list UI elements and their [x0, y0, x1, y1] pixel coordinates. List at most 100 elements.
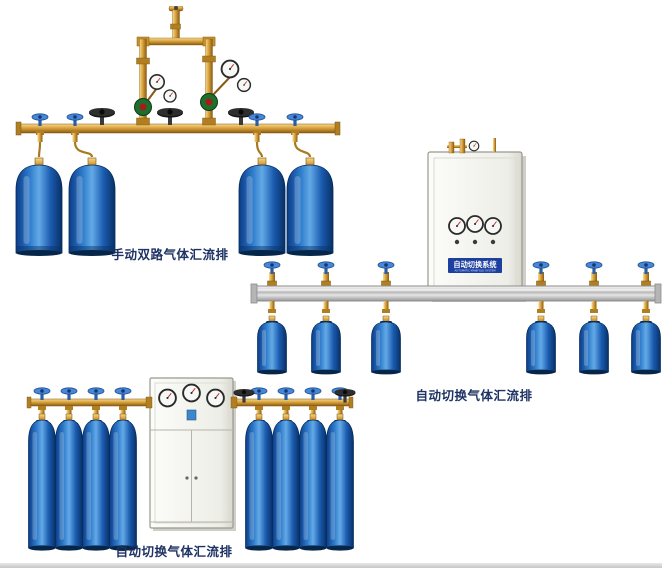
- riser-stub: [120, 410, 126, 416]
- manifold-rail: [250, 283, 662, 304]
- control-knob: [454, 239, 460, 245]
- riser: [269, 272, 275, 288]
- drop-nut: [322, 309, 330, 313]
- riser-nut: [536, 280, 546, 287]
- riser-stub: [66, 410, 72, 416]
- gas-cylinder: [55, 413, 83, 552]
- tee-fitting: [202, 117, 216, 126]
- right-drop-pipe: [205, 38, 213, 97]
- pressure-gauge: [158, 388, 177, 408]
- riser-nut: [65, 406, 73, 410]
- cylinder-valve-wheel: [33, 387, 51, 401]
- pigtail-hose: [293, 141, 312, 158]
- pipe-end-cap-right: [334, 121, 341, 136]
- rail-risers: [263, 261, 655, 288]
- drop-stub: [643, 301, 649, 310]
- pigtail-hose: [73, 141, 94, 158]
- riser-stub: [39, 410, 45, 416]
- cylinder-risers: [38, 406, 344, 416]
- product-caption: 自动切换气体汇流排: [115, 544, 233, 559]
- riser-stub: [283, 410, 289, 416]
- riser-nut: [641, 280, 651, 287]
- header-pipe: [17, 123, 339, 134]
- cabinet-label-plate: [448, 258, 502, 273]
- pressure-gauge: [468, 140, 480, 152]
- auto-switch-cabinet-illustration: [26, 377, 356, 552]
- pressure-gauge: [448, 217, 466, 235]
- regulator-knob-left: [139, 103, 147, 111]
- drop-nut: [642, 309, 650, 313]
- pipe-union-nut: [202, 55, 216, 63]
- drop-nut: [268, 309, 276, 313]
- cylinder-valve-wheel: [277, 387, 295, 401]
- riser: [643, 272, 649, 288]
- pigtail-hose: [255, 141, 264, 158]
- top-valve-knob: [174, 6, 178, 10]
- drop-stub: [591, 301, 597, 310]
- cylinder-valve-wheel: [317, 261, 335, 275]
- gas-cylinder: [299, 413, 327, 552]
- cylinder-valve-wheel: [637, 261, 655, 275]
- door-handle: [194, 476, 198, 480]
- handwheel-valve: [89, 108, 115, 125]
- left-drop-pipe: [139, 38, 147, 100]
- gas-cylinder: [526, 315, 556, 375]
- cylinder-valve-wheel: [60, 387, 78, 401]
- product-caption: 自动切换气体汇流排: [415, 388, 533, 403]
- page-bottom-border: [0, 563, 662, 568]
- top-fitting: [459, 138, 466, 154]
- riser-stub: [256, 410, 262, 416]
- riser-nut: [267, 280, 277, 287]
- pressure-gauge: [484, 217, 502, 235]
- rail-end-cap-right: [654, 283, 662, 304]
- riser-stub: [72, 133, 78, 142]
- right-header-pipe: [232, 398, 351, 407]
- tee-fitting: [136, 117, 150, 126]
- riser-stub: [37, 133, 43, 142]
- product-figure-auto-switch-rail: 自动切换系统 AUTOMATIC MANIFOLD SYSTEM: [250, 138, 662, 403]
- drop-stub: [383, 301, 389, 310]
- handwheel-valve: [157, 108, 183, 125]
- gas-cylinder: [15, 157, 63, 257]
- gas-cylinder: [326, 413, 354, 552]
- riser-nut: [381, 280, 391, 287]
- pipe-end-cap-left: [15, 121, 22, 136]
- control-knob: [472, 239, 478, 245]
- top-fitting: [448, 141, 455, 154]
- main-header-pipe: [15, 117, 341, 136]
- rail-highlight: [254, 289, 658, 291]
- drop-stub: [269, 301, 275, 310]
- pressure-gauge: [148, 73, 166, 91]
- riser-nut: [92, 406, 100, 410]
- riser-nut: [38, 406, 46, 410]
- cylinder-valve-wheel: [87, 387, 105, 401]
- pressure-gauge: [236, 77, 252, 93]
- riser-stub: [292, 133, 298, 142]
- cylinder-connections: [31, 113, 312, 158]
- gas-cylinder: [311, 315, 341, 375]
- riser-nut: [336, 406, 344, 410]
- cabinet-pipe-nut: [145, 396, 153, 409]
- cabinet-label-text: 自动切换系统: [453, 260, 497, 269]
- riser: [383, 272, 389, 288]
- switch-unit: [186, 409, 197, 421]
- drop-stub: [538, 301, 544, 310]
- drop-nut: [537, 309, 545, 313]
- top-link-pipe: [447, 145, 467, 148]
- product-caption: 手动双路气体汇流排: [111, 247, 229, 262]
- gas-cylinder: [579, 315, 609, 375]
- riser-stub: [254, 133, 260, 142]
- riser-nut: [255, 406, 263, 410]
- drop-nut: [590, 309, 598, 313]
- riser: [538, 272, 544, 288]
- rail-bar: [253, 285, 659, 302]
- control-cabinet: [149, 377, 236, 531]
- gas-cylinder: [109, 413, 137, 552]
- control-cabinet: 自动切换系统 AUTOMATIC MANIFOLD SYSTEM: [427, 138, 526, 302]
- drop-stub: [323, 301, 329, 310]
- pipe-union-nut: [136, 57, 150, 65]
- rail-end-cap-left: [250, 283, 258, 304]
- gas-cylinder: [68, 157, 116, 257]
- riser: [323, 272, 329, 288]
